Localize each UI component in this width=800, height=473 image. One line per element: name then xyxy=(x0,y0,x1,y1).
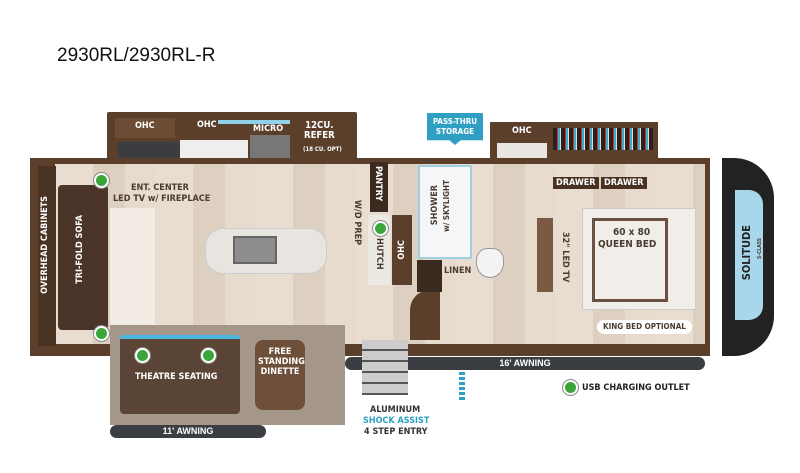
awning-16: 16' AWNING xyxy=(345,357,705,370)
dinette-table xyxy=(255,340,305,410)
light-strip xyxy=(218,120,290,124)
label-hutch: HUTCH xyxy=(374,238,384,270)
refer-text: 12CU. REFER xyxy=(304,120,335,141)
label-pantry: PANTRY xyxy=(373,166,383,202)
usb-outlet-icon xyxy=(201,348,216,363)
label-dinette: FREE STANDING DINETTE xyxy=(258,347,305,377)
floorplan-title: 2930RL/2930RL-R xyxy=(57,45,216,66)
label-bed: QUEEN BED xyxy=(598,239,657,250)
label-refer: 12CU. REFER xyxy=(304,121,335,141)
label-pass-thru: PASS-THRU STORAGE xyxy=(432,117,478,136)
bed-frame xyxy=(592,218,668,302)
label-drawer: DRAWER xyxy=(601,177,647,189)
label-linen: LINEN xyxy=(444,266,472,276)
label-led-tv-fireplace: LED TV w/ FIREPLACE xyxy=(113,194,211,204)
entry-steps xyxy=(362,340,408,395)
label-entry-3: 4 STEP ENTRY xyxy=(364,427,428,437)
label-entry-2: SHOCK ASSIST xyxy=(363,416,430,426)
closet-doors xyxy=(410,290,440,340)
label-bed-size: 60 x 80 xyxy=(613,227,651,238)
usb-legend-icon xyxy=(563,380,578,395)
label-king-bed: KING BED OPTIONAL xyxy=(597,320,692,334)
label-ohc: OHC xyxy=(135,121,155,131)
ohc-cabinet xyxy=(392,215,412,285)
brand-logo: SOLITUDE xyxy=(740,225,753,281)
rear-cabinets xyxy=(38,166,56,346)
label-ent-center: ENT. CENTER xyxy=(131,183,189,193)
label-skylight: w/ SKYLIGHT xyxy=(442,180,451,232)
linen-shelf xyxy=(417,260,442,292)
label-overhead-cabinets-front: OVERHEAD CABINETS xyxy=(707,205,717,303)
usb-outlet-icon xyxy=(373,221,388,236)
label-ohc: OHC xyxy=(197,120,217,130)
label-ohc: OHC xyxy=(512,126,532,136)
shower xyxy=(418,165,472,259)
front-window xyxy=(735,190,763,320)
label-overhead-cabinets: OVERHEAD CABINETS xyxy=(40,196,50,294)
rug xyxy=(110,208,155,328)
ohc-cabinet xyxy=(115,118,175,138)
tri-fold-sofa xyxy=(58,185,108,330)
label-shower: SHOWER xyxy=(430,185,440,226)
toilet xyxy=(476,248,504,278)
label-tv: 32" LED TV xyxy=(560,232,570,283)
label-wd-prep: W/D PREP xyxy=(352,200,362,246)
label-refer-opt: (18 CU. OPT) xyxy=(303,146,342,153)
usb-legend-label: USB CHARGING OUTLET xyxy=(582,383,690,393)
tv-cabinet xyxy=(537,218,553,292)
sink xyxy=(233,236,277,264)
label-micro: MICRO xyxy=(253,124,284,134)
label-entry-1: ALUMINUM xyxy=(370,405,421,415)
usb-outlet-icon xyxy=(94,326,109,341)
queen-bed xyxy=(582,208,696,310)
usb-outlet-icon xyxy=(135,348,150,363)
label-theatre: THEATRE SEATING xyxy=(135,372,218,382)
brand-sub: S-CLASS xyxy=(757,238,763,260)
usb-outlet-icon xyxy=(94,173,109,188)
pantry xyxy=(370,162,388,212)
pass-thru-storage-tag xyxy=(427,113,483,145)
label-ohc: OHC xyxy=(397,240,407,260)
bookshelf xyxy=(553,128,653,150)
label-drawer: DRAWER xyxy=(553,177,599,189)
label-sofa: TRI-FOLD SOFA xyxy=(75,215,85,284)
awning-11: 11' AWNING xyxy=(110,425,266,438)
power-cord-icon xyxy=(459,372,465,402)
